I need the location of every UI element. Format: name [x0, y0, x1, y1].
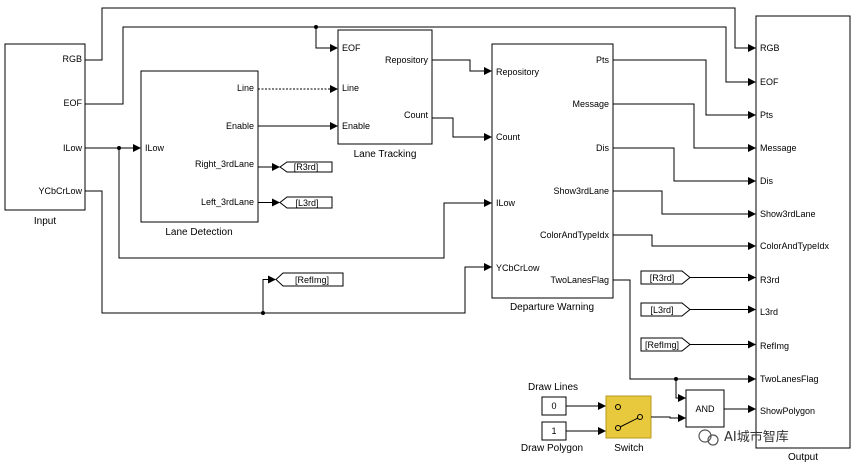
departure-warning-port-show3rdlane: Show3rdLane [553, 186, 609, 196]
from-r3rd[interactable]: [R3rd] [640, 270, 691, 285]
lane-detection-port-enable: Enable [226, 121, 254, 131]
lane-detection-port-right3rd: Right_3rdLane [195, 159, 254, 169]
departure-warning-port-pts: Pts [596, 55, 610, 65]
draw-lines-title: Draw Lines [528, 382, 578, 393]
draw-lines-constant[interactable]: 0 Draw Lines [528, 382, 578, 416]
departure-warning-port-repository: Repository [496, 67, 540, 77]
departure-warning-port-colorandtypeidx: ColorAndTypeIdx [540, 230, 610, 240]
svg-text:[R3rd]: [R3rd] [294, 162, 319, 172]
departure-warning-port-ycbcrlow: YCbCrLow [496, 263, 540, 273]
branch-junctions [117, 25, 678, 381]
signal-lines [85, 7, 756, 435]
and-gate-block[interactable]: AND [685, 389, 725, 428]
lane-detection-port-line: Line [237, 83, 254, 93]
departure-warning-title: Departure Warning [510, 302, 594, 313]
lane-detection-port-left3rd: Left_3rdLane [201, 197, 254, 207]
departure-warning-block[interactable]: Repository Count ILow YCbCrLow Pts Messa… [491, 43, 614, 313]
output-port-dis: Dis [760, 176, 773, 186]
departure-warning-port-ilow: ILow [496, 198, 516, 208]
output-port-showpolygon: ShowPolygon [760, 406, 815, 416]
input-port-eof: EOF [63, 98, 82, 108]
lane-tracking-port-line: Line [342, 83, 359, 93]
lane-tracking-title: Lane Tracking [354, 149, 417, 160]
switch-block[interactable]: Switch [605, 395, 652, 454]
departure-warning-port-count: Count [496, 132, 521, 142]
svg-text:[RefImg]: [RefImg] [645, 340, 679, 350]
output-port-rgb: RGB [760, 43, 780, 53]
from-refimg[interactable]: [RefImg] [640, 337, 691, 352]
draw-polygon-constant[interactable]: 1 Draw Polygon [521, 421, 583, 454]
watermark-text: AI城市智库 [724, 429, 789, 445]
departure-warning-port-twolanesflag: TwoLanesFlag [550, 275, 609, 285]
goto-refimg[interactable]: [RefImg] [275, 272, 344, 287]
draw-polygon-title: Draw Polygon [521, 443, 583, 454]
departure-warning-port-dis: Dis [596, 143, 609, 153]
svg-text:[L3rd]: [L3rd] [295, 198, 318, 208]
lane-tracking-port-eof: EOF [342, 43, 361, 53]
input-port-ycbcrlow: YCbCrLow [38, 186, 82, 196]
from-l3rd[interactable]: [L3rd] [640, 302, 691, 317]
switch-title: Switch [614, 443, 643, 454]
lane-detection-title: Lane Detection [165, 227, 232, 238]
draw-lines-value: 0 [551, 401, 556, 411]
watermark: AI城市智库 [698, 429, 789, 446]
lane-tracking-port-repository: Repository [385, 55, 429, 65]
goto-r3rd[interactable]: [R3rd] [279, 161, 333, 173]
lane-tracking-port-count: Count [404, 110, 429, 120]
output-title: Output [788, 452, 818, 463]
svg-text:[L3rd]: [L3rd] [650, 305, 673, 315]
departure-warning-port-message: Message [572, 99, 609, 109]
output-port-pts: Pts [760, 110, 774, 120]
lane-detection-block[interactable]: ILow Line Enable Right_3rdLane Left_3rdL… [140, 70, 259, 238]
lane-detection-port-ilow: ILow [145, 143, 165, 153]
lane-tracking-port-enable: Enable [342, 121, 370, 131]
output-port-twolanesflag: TwoLanesFlag [760, 374, 819, 384]
output-port-eof: EOF [760, 77, 779, 87]
input-port-rgb: RGB [62, 54, 82, 64]
lane-tracking-block[interactable]: EOF Line Enable Repository Count Lane Tr… [337, 29, 433, 160]
svg-text:[RefImg]: [RefImg] [295, 275, 329, 285]
goto-l3rd[interactable]: [L3rd] [279, 196, 333, 209]
output-port-show3rdlane: Show3rdLane [760, 209, 816, 219]
draw-polygon-value: 1 [551, 426, 556, 436]
input-title: Input [34, 216, 56, 227]
svg-text:[R3rd]: [R3rd] [650, 273, 675, 283]
input-port-ilow: ILow [63, 143, 83, 153]
output-port-message: Message [760, 143, 797, 153]
output-port-r3rd: R3rd [760, 275, 780, 285]
output-port-colorandtypeidx: ColorAndTypeIdx [760, 241, 830, 251]
output-port-l3rd: L3rd [760, 307, 778, 317]
output-block[interactable]: RGB EOF Pts Message Dis Show3rdLane Colo… [755, 15, 851, 463]
and-gate-label: AND [695, 404, 715, 414]
output-port-refimg: RefImg [760, 341, 789, 351]
input-block[interactable]: RGB EOF ILow YCbCrLow Input [4, 43, 86, 227]
